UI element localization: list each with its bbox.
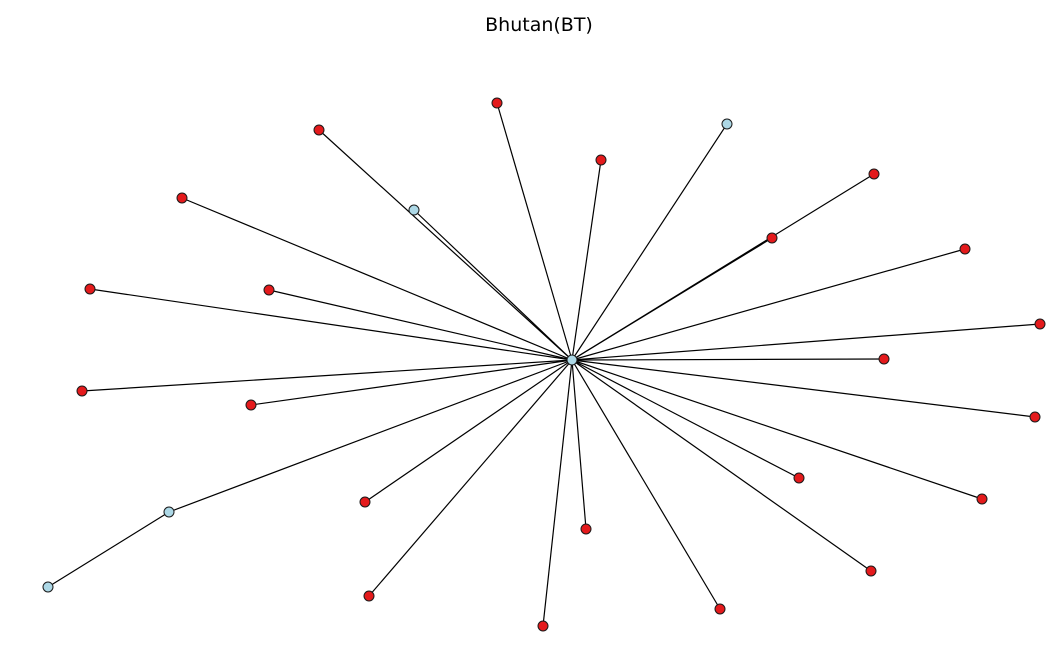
edge-hub-n19: [571, 359, 800, 479]
edge-hub-n22: [571, 359, 587, 530]
edge-n15-n16: [47, 511, 170, 588]
node-n9: [959, 243, 971, 255]
node-n10: [84, 283, 96, 295]
node-n20: [976, 493, 988, 505]
edge-hub-n24: [571, 359, 872, 572]
node-n14: [76, 385, 88, 397]
node-n5: [176, 192, 188, 204]
edge-hub-n3: [571, 159, 602, 361]
node-hub: [566, 354, 578, 366]
node-n25: [714, 603, 726, 615]
edge-hub-n26: [542, 359, 573, 627]
edge-hub-n14: [81, 359, 573, 392]
node-n24: [865, 565, 877, 577]
node-n16: [42, 581, 54, 593]
node-n26: [537, 620, 549, 632]
edge-hub-n25: [571, 359, 721, 610]
node-n21: [359, 496, 371, 508]
node-n18: [1029, 411, 1041, 423]
edge-hub-n21: [364, 359, 573, 503]
node-n15: [163, 506, 175, 518]
edge-hub-n8: [571, 173, 875, 361]
node-n17: [245, 399, 257, 411]
node-n7: [766, 232, 778, 244]
node-layer: [42, 97, 1046, 632]
edge-hub-n6: [413, 209, 573, 361]
edge-hub-n1: [496, 102, 573, 361]
graph-title: Bhutan(BT): [485, 14, 593, 36]
node-n13: [878, 353, 890, 365]
edge-hub-n17: [250, 359, 573, 406]
edge-hub-n15: [168, 359, 573, 513]
node-n22: [580, 523, 592, 535]
node-n2: [313, 124, 325, 136]
node-n3: [595, 154, 607, 166]
node-n19: [793, 472, 805, 484]
edge-hub-n9: [571, 248, 966, 361]
edge-hub-n11: [268, 289, 573, 361]
node-n4: [721, 118, 733, 130]
edge-hub-n5: [181, 197, 573, 361]
edge-hub-n13: [571, 358, 885, 361]
edge-hub-n18: [571, 359, 1036, 418]
node-n6: [408, 204, 420, 216]
node-n8: [868, 168, 880, 180]
edge-hub-n20: [571, 359, 983, 500]
edge-layer: [47, 102, 1041, 627]
edge-hub-n4: [571, 123, 728, 361]
node-n1: [491, 97, 503, 109]
node-n12: [1034, 318, 1046, 330]
edge-hub-n23: [368, 359, 573, 597]
edge-hub-n12: [571, 323, 1041, 361]
edge-hub-n10: [89, 288, 573, 361]
node-n11: [263, 284, 275, 296]
node-n23: [363, 590, 375, 602]
edge-hub-n2: [318, 129, 573, 361]
